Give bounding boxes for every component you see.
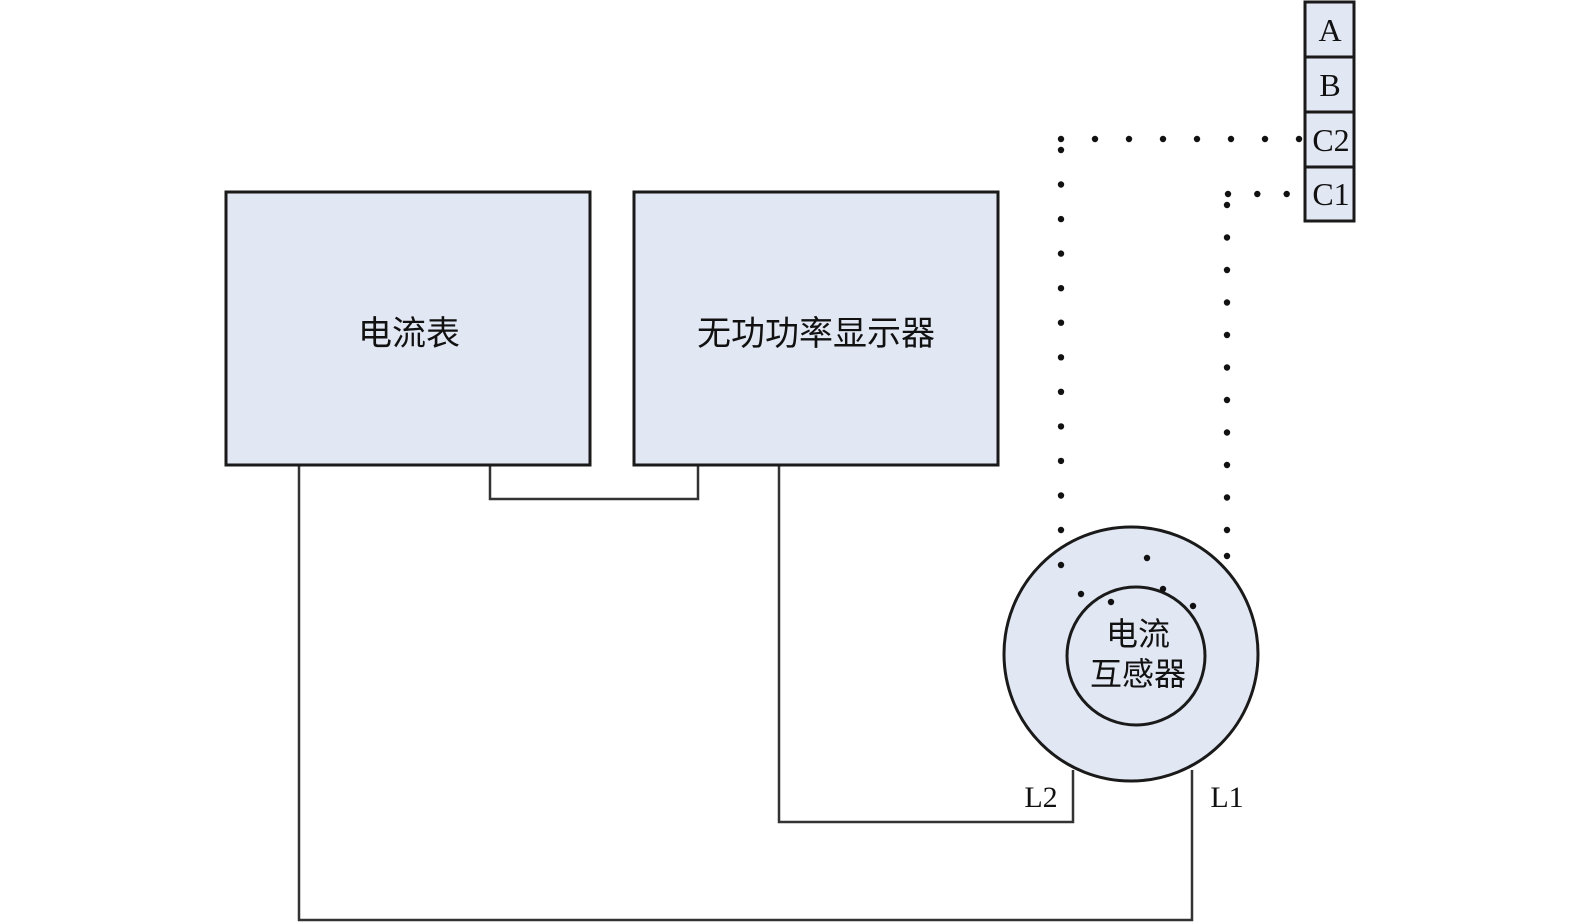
- ammeter-label: 电流表: [358, 315, 460, 353]
- c2-wire-dot: [1125, 135, 1133, 143]
- c2-wire-dot: [1295, 135, 1303, 143]
- reactive-power-display-rect: [632, 190, 1000, 467]
- c1-wire-dot: [1223, 266, 1231, 274]
- lead-label-l2: L2: [1024, 781, 1057, 814]
- c2-wire-dot: [1057, 135, 1065, 143]
- terminal-block: A B C2 C1: [1303, 0, 1356, 223]
- ct-winding-dot: [1223, 552, 1231, 560]
- lead-label-l1: L1: [1210, 781, 1243, 814]
- c1-wire-dot: [1254, 190, 1261, 198]
- dotted-wires: [1057, 135, 1320, 610]
- ct-label-line2: 互感器: [1090, 656, 1186, 692]
- c1-wire-dot: [1223, 331, 1231, 339]
- solid-wires: [297, 464, 1194, 922]
- c2-wire-dot: [1057, 250, 1065, 257]
- ct-winding-dot: [1159, 585, 1167, 593]
- c2-wire-dot: [1057, 388, 1065, 395]
- c2-wire-dot: [1193, 135, 1201, 143]
- c1-wire-dot: [1283, 190, 1290, 198]
- ct-winding-dot: [1057, 561, 1065, 569]
- c2-wire-dot: [1057, 526, 1065, 534]
- reactive-power-display-box: 无功功率显示器: [632, 190, 1000, 467]
- terminal-c1-label: C1: [1312, 176, 1349, 212]
- c1-wire-dot: [1224, 190, 1232, 198]
- c1-wire-dot: [1223, 364, 1231, 371]
- c1-wire-dot: [1223, 461, 1231, 469]
- terminal-b-label: B: [1319, 67, 1340, 103]
- terminal-c1: [1303, 165, 1356, 223]
- c2-wire-dot: [1227, 135, 1235, 143]
- wire-ammeter-to-display: [488, 464, 700, 501]
- c2-wire-dot: [1057, 457, 1065, 465]
- c2-wire-dot: [1261, 135, 1269, 143]
- c2-wire-dot: [1091, 135, 1099, 143]
- c1-wire-dot: [1223, 526, 1231, 534]
- ct-winding-dot: [1077, 590, 1085, 598]
- c1-wire-dot: [1223, 494, 1231, 501]
- ct-winding-dot: [1189, 602, 1197, 610]
- c2-wire-dot: [1057, 354, 1065, 361]
- c1-wire-dot: [1223, 429, 1231, 436]
- ammeter-box: 电流表: [224, 190, 592, 467]
- ct-label-line1: 电流: [1106, 616, 1170, 652]
- ct-inner-ring: [1065, 585, 1207, 727]
- c2-wire-dot: [1057, 146, 1065, 154]
- wire-ammeter-to-l1: [297, 464, 1194, 922]
- c2-wire-dot: [1057, 285, 1065, 292]
- c2-wire-dot: [1057, 423, 1065, 430]
- c1-wire-dot: [1223, 299, 1231, 306]
- terminal-a-label: A: [1318, 12, 1341, 48]
- ammeter-rect: [224, 190, 592, 467]
- c2-wire-dot: [1057, 492, 1065, 499]
- c1-wire-dot: [1223, 201, 1231, 209]
- c2-wire-dot: [1159, 135, 1167, 143]
- ct-winding-dot: [1143, 554, 1151, 562]
- reactive-power-display-label: 无功功率显示器: [697, 315, 935, 353]
- c1-wire-dot: [1223, 396, 1231, 404]
- c1-wire-dot: [1223, 234, 1231, 241]
- wire-display-to-l2: [777, 464, 1075, 824]
- terminal-c2-label: C2: [1312, 122, 1349, 158]
- c2-wire-dot: [1057, 319, 1065, 326]
- current-transformer: 电流 互感器: [1002, 525, 1260, 783]
- ct-winding-dot: [1107, 598, 1115, 606]
- c2-wire-dot: [1057, 181, 1065, 188]
- c2-wire-dot: [1057, 215, 1065, 223]
